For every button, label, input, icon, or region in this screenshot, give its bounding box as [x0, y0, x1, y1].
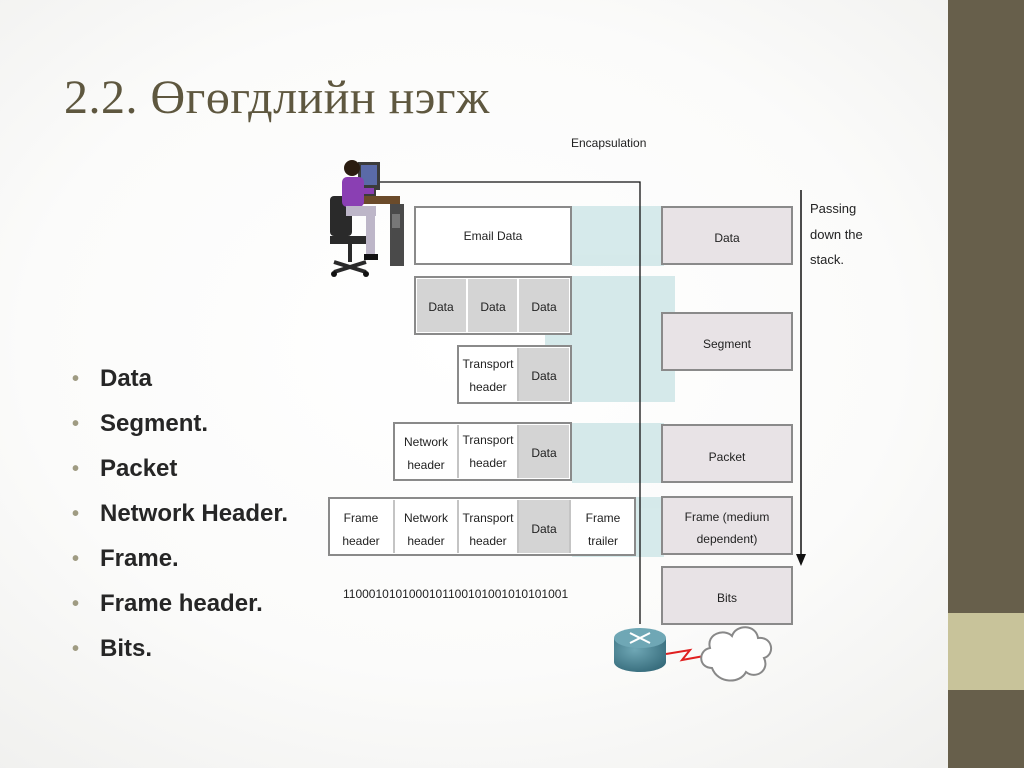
network-header-label: Network	[404, 511, 449, 525]
pdu-segment-label: Segment	[703, 337, 752, 351]
network-header-label: header	[407, 534, 444, 548]
bits-string: 1100010101000101100101001010101001	[343, 587, 568, 601]
person-at-computer-icon	[330, 160, 404, 277]
bullet-item: Network Header.	[72, 495, 288, 540]
bullet-item: Segment.	[72, 405, 288, 450]
bullet-item: Frame header.	[72, 585, 288, 630]
pdu-frame-label: dependent)	[697, 532, 758, 546]
data-segment-label: Data	[480, 300, 506, 314]
bullet-item: Data	[72, 360, 288, 405]
network-cloud-icon	[700, 626, 773, 682]
bullet-list: Data Segment. Packet Network Header. Fra…	[72, 360, 288, 675]
packet-row: Network header Transport header Data	[393, 422, 572, 481]
flow-bands	[545, 206, 675, 557]
frame-header-label: header	[342, 534, 379, 548]
data-segment-label: Data	[531, 300, 557, 314]
network-header-label: Network	[404, 435, 449, 449]
transport-header-label: header	[469, 534, 506, 548]
passing-label-line-2: down the	[810, 227, 863, 242]
pdu-frame-label: Frame (medium	[685, 510, 770, 524]
transport-header-label: Transport	[463, 511, 515, 525]
network-header-label: header	[407, 458, 444, 472]
slide-title: 2.2. Өгөгдлийн нэгж	[64, 71, 490, 124]
down-stack-arrow	[796, 190, 806, 566]
bullet-item: Frame.	[72, 540, 288, 585]
encapsulation-path	[378, 181, 641, 624]
transport-header-label: header	[469, 380, 506, 394]
data-label: Data	[531, 446, 557, 460]
pdu-data-label: Data	[714, 231, 740, 245]
data-label: Data	[531, 369, 557, 383]
data-segments-row: Data Data Data	[414, 276, 572, 335]
frame-trailer-label: Frame	[586, 511, 621, 525]
segment-row: Transport header Data	[457, 345, 572, 404]
passing-label-line-1: Passing	[810, 201, 856, 216]
frame-header-label: Frame	[344, 511, 379, 525]
transport-header-label: Transport	[463, 357, 515, 371]
pdu-packet-label: Packet	[709, 450, 746, 464]
transport-header-label: Transport	[463, 433, 515, 447]
transport-header-label: header	[469, 456, 506, 470]
passing-label-line-3: stack.	[810, 252, 844, 267]
bullet-item: Bits.	[72, 630, 288, 675]
encapsulation-label: Encapsulation	[571, 136, 646, 150]
data-segment-label: Data	[428, 300, 454, 314]
pdu-bits-label: Bits	[717, 591, 737, 605]
router-icon	[614, 628, 666, 672]
serial-link-icon	[665, 648, 705, 662]
email-data-label: Email Data	[464, 229, 523, 243]
pdu-boxes: Data Segment Packet Frame (medium depend…	[661, 206, 793, 625]
email-data-box: Email Data	[414, 206, 572, 265]
sidebar-accent-block	[948, 613, 1024, 690]
frame-row: Frame header Network header Transport he…	[328, 497, 636, 556]
bullet-item: Packet	[72, 450, 288, 495]
frame-trailer-label: trailer	[588, 534, 618, 548]
data-label: Data	[531, 522, 557, 536]
